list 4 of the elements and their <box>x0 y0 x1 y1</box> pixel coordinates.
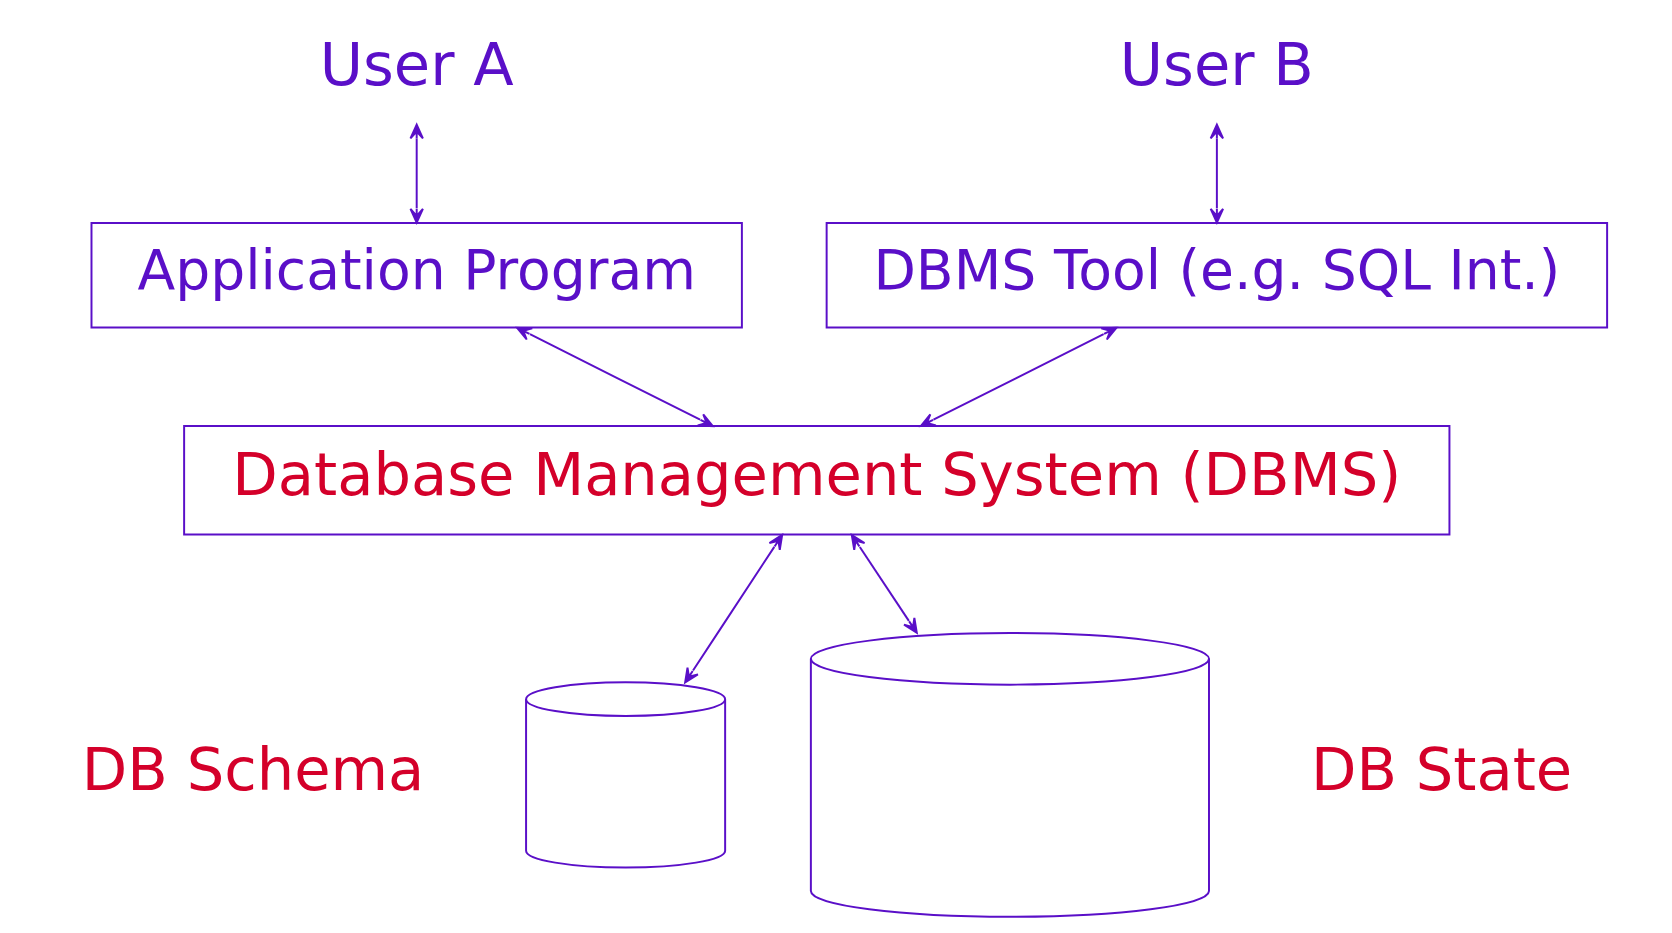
node-text: User B <box>1119 30 1314 100</box>
node-text: User A <box>319 30 514 100</box>
node-label: DB Schema <box>81 734 425 804</box>
node-label: DB State <box>1310 734 1573 804</box>
